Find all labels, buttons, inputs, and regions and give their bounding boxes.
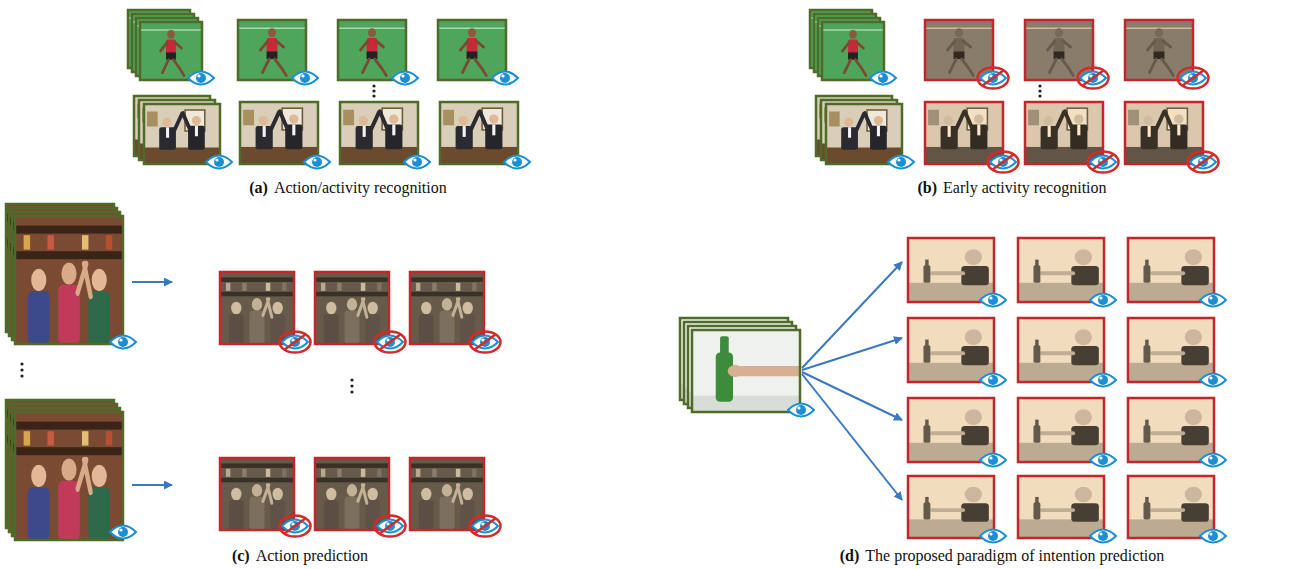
panel-caption: (a) Action/activity recognition (249, 178, 447, 198)
panel-letter: (a) (249, 179, 268, 196)
panel-caption: (d) The proposed paradigm of intention pr… (840, 546, 1165, 566)
panel-caption: (b) Early activity recognition (917, 178, 1106, 198)
panel-letter: (c) (232, 547, 250, 564)
panel-letter: (d) (840, 547, 860, 564)
panel-title: Early activity recognition (943, 179, 1107, 196)
panel-title: Action/activity recognition (274, 179, 447, 196)
panel-title: Action prediction (256, 547, 368, 564)
panel-title: The proposed paradigm of intention predi… (865, 547, 1164, 564)
panel-caption: (c) Action prediction (232, 546, 368, 566)
panel-letter: (b) (917, 179, 937, 196)
